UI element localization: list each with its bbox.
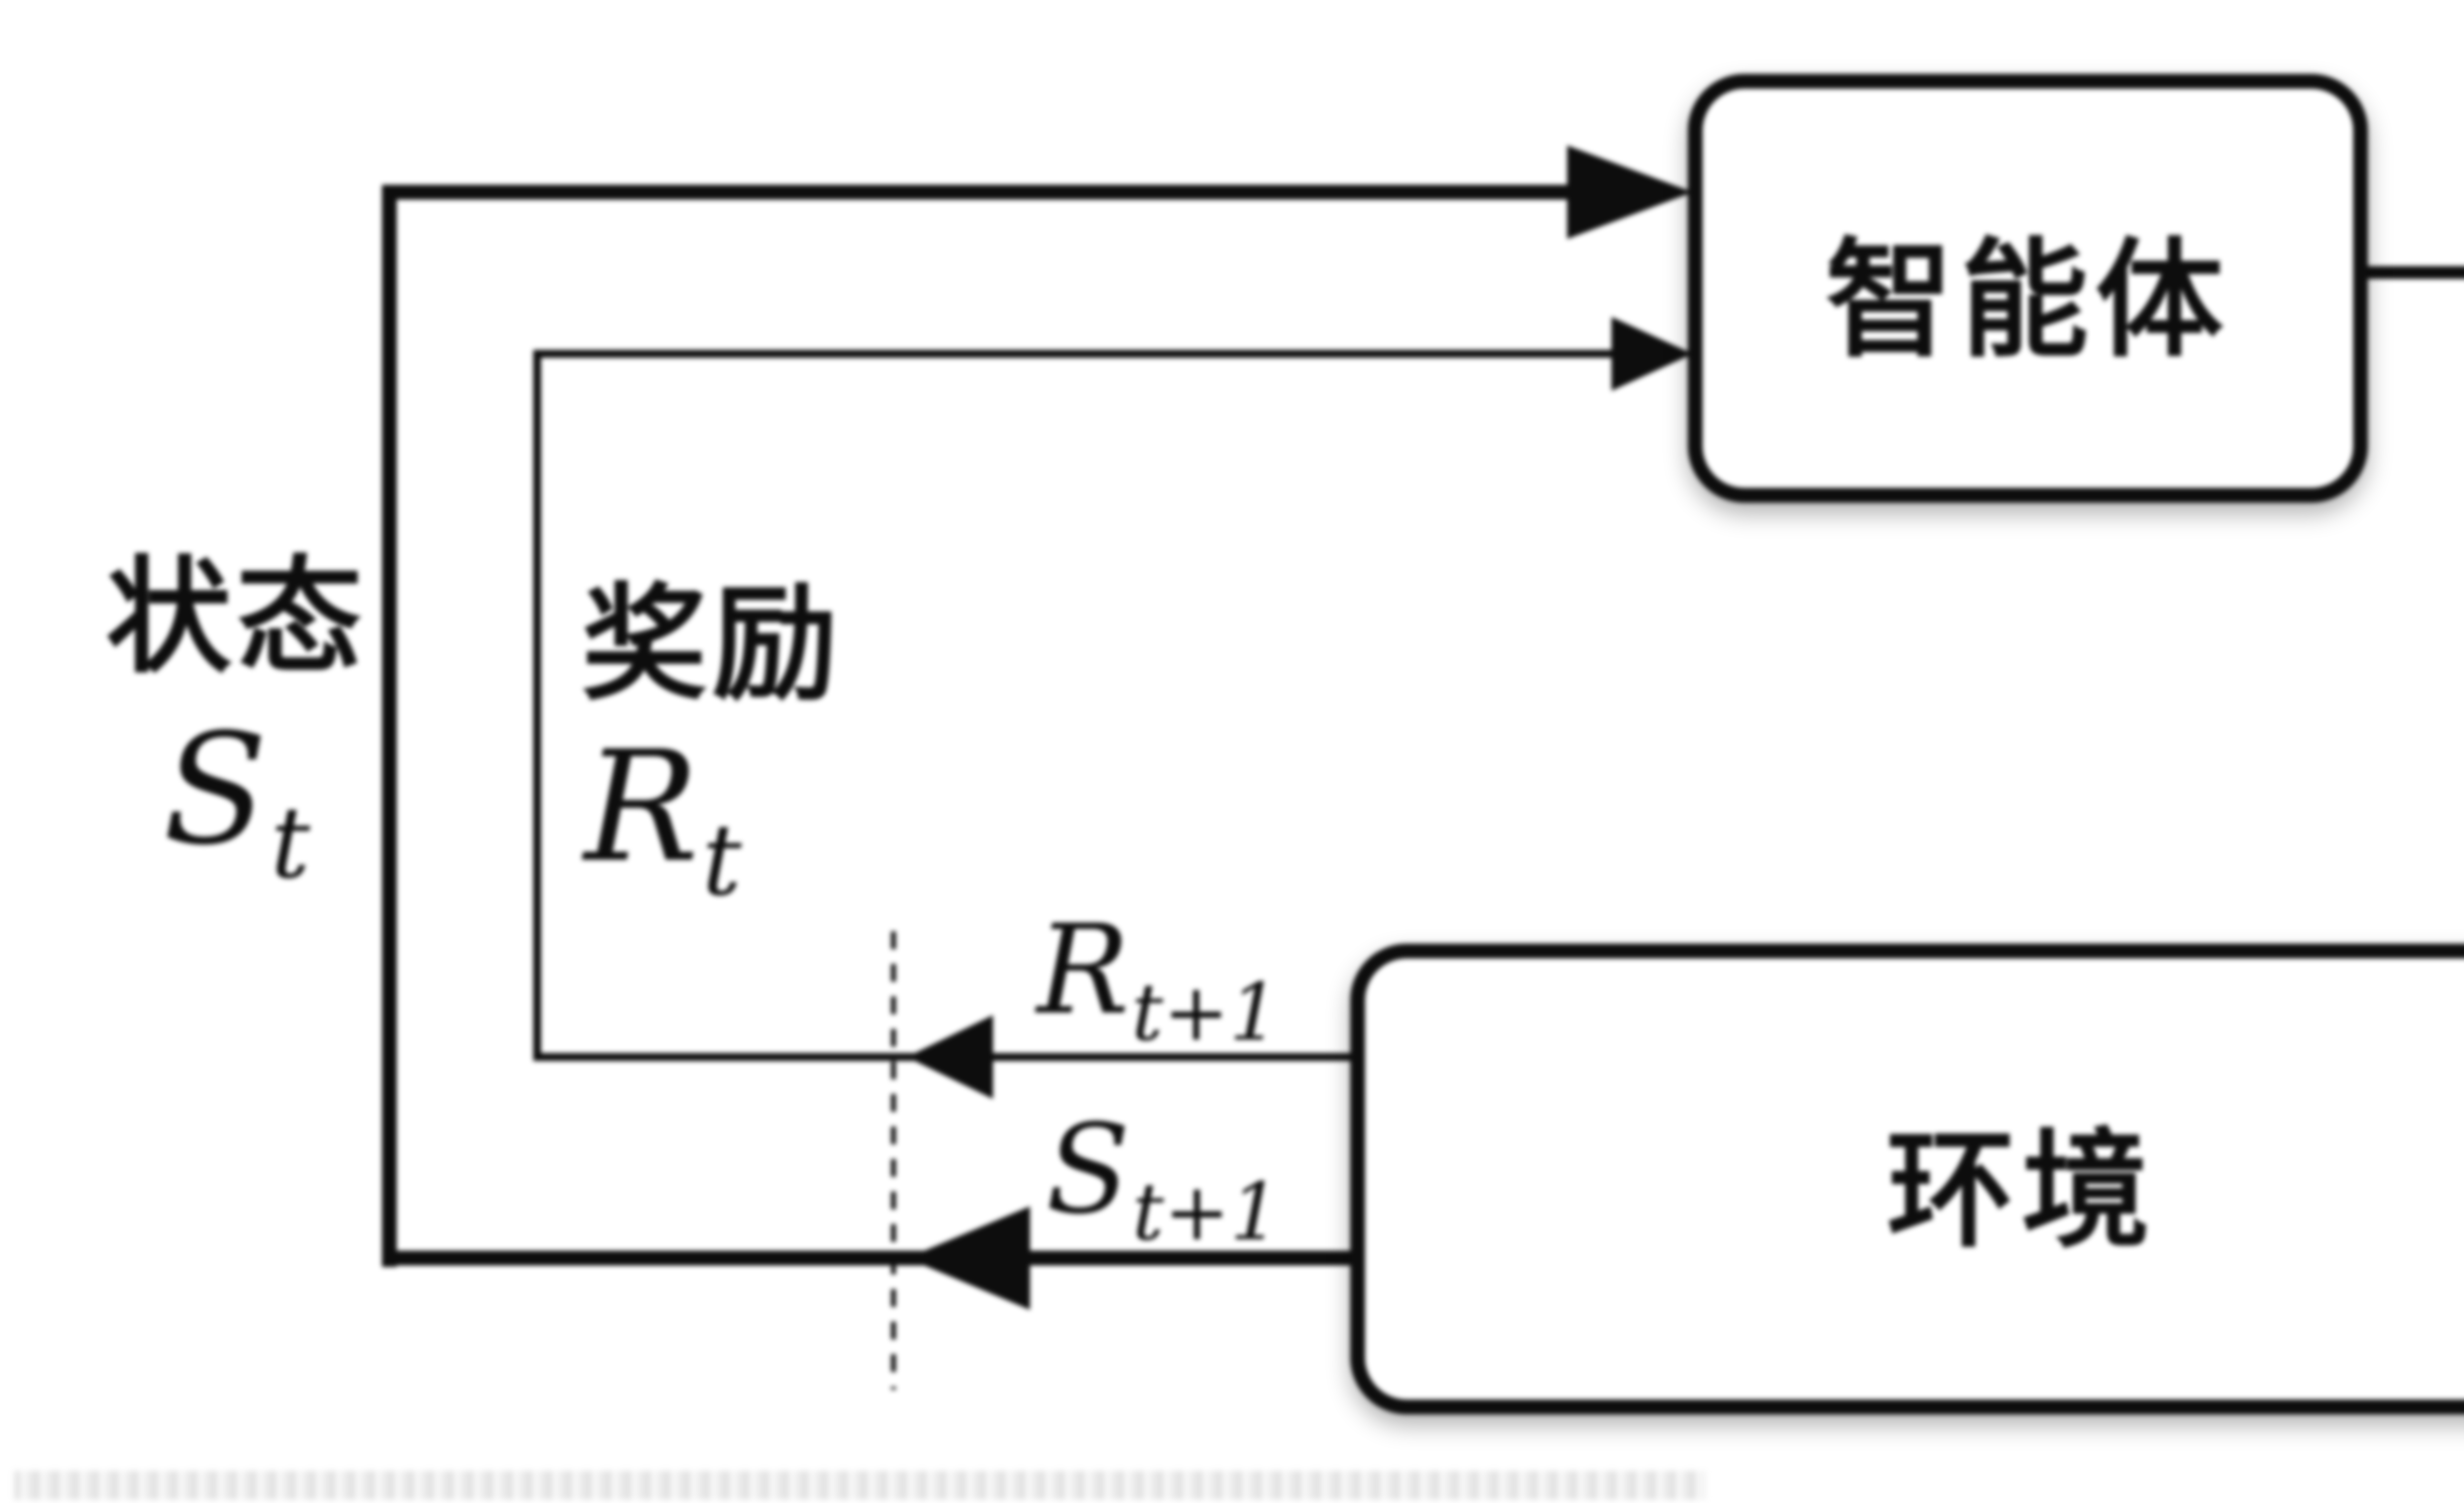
next-state-symbol-subscript: t+1: [1132, 1165, 1280, 1258]
next-reward-arrowhead-icon: [907, 1015, 993, 1099]
action-line-top: [2365, 266, 2464, 279]
reward-symbol-base: R: [584, 718, 699, 896]
next-state-line: [382, 1251, 1365, 1265]
reward-symbol-subscript: t: [702, 803, 742, 918]
agent-box-label: 智能体: [1825, 224, 2230, 375]
state-caption: 状态: [105, 543, 368, 691]
cropped-caption-remnant: [15, 1471, 1705, 1500]
reward-line-top: [533, 350, 1611, 358]
environment-box-label: 环境: [1886, 1115, 2157, 1265]
state-arrowhead-into-agent-icon: [1567, 145, 1693, 239]
next-reward-symbol-base: R: [1036, 898, 1130, 1042]
state-symbol-subscript: t: [271, 786, 310, 901]
reward-arrowhead-into-agent-icon: [1611, 317, 1693, 391]
state-line-vertical: [382, 185, 397, 1267]
environment-box: 环境: [1350, 944, 2464, 1414]
agent-box: 智能体: [1688, 74, 2368, 503]
timestep-dashed-line: [891, 931, 896, 1390]
next-state-symbol-base: S: [1046, 1097, 1130, 1241]
next-state-symbol: St+1: [1046, 1098, 1280, 1258]
state-symbol-base: S: [163, 701, 268, 879]
reward-symbol: Rt: [584, 718, 742, 918]
reward-line-vertical: [533, 350, 541, 1061]
reward-caption: 奖励: [581, 570, 843, 718]
state-line-top: [382, 185, 1567, 200]
state-symbol: St: [163, 701, 310, 901]
next-state-arrowhead-icon: [907, 1206, 1030, 1310]
next-reward-symbol-subscript: t+1: [1131, 966, 1280, 1059]
next-reward-symbol: Rt+1: [1037, 898, 1279, 1059]
